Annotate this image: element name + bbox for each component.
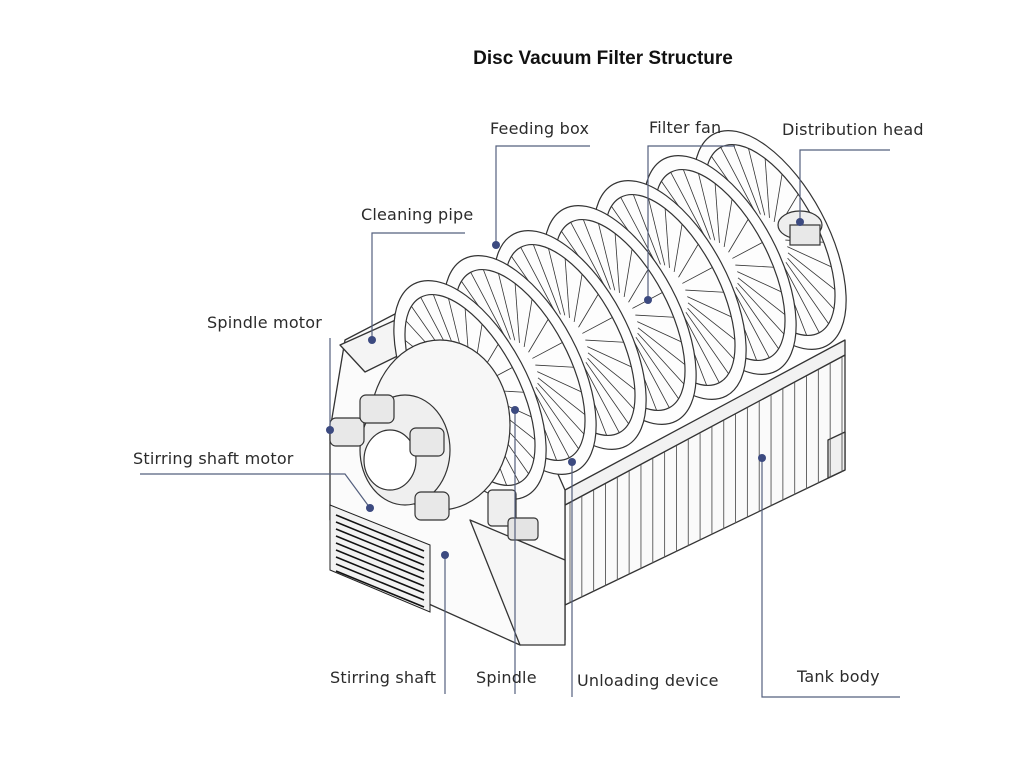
- radiator-fin: [335, 528, 425, 566]
- leader-feeding-box: [495, 145, 590, 245]
- radiator-fin: [335, 570, 425, 608]
- radiator-fin: [335, 563, 425, 601]
- leader-spindle-motor-dot: [326, 426, 334, 434]
- leader-distribution-head-dot: [796, 218, 804, 226]
- leader-tank-body-dot: [758, 454, 766, 462]
- label-unloading-device: Unloading device: [577, 671, 719, 690]
- leader-tank-body: [761, 458, 900, 698]
- label-spindle-motor: Spindle motor: [207, 313, 323, 332]
- radiator-fin: [335, 514, 425, 552]
- diagram-title: Disc Vacuum Filter Structure: [473, 48, 733, 69]
- label-filter-fan: Filter fan: [649, 118, 722, 137]
- label-tank-body: Tank body: [797, 667, 880, 686]
- leader-spindle-dot: [511, 406, 519, 414]
- leader-distribution-head: [799, 149, 890, 222]
- radiator-fin: [335, 535, 425, 573]
- label-cleaning-pipe: Cleaning pipe: [361, 205, 474, 224]
- label-spindle: Spindle: [476, 668, 537, 687]
- leader-filter-fan: [647, 145, 735, 300]
- radiator-fin: [335, 542, 425, 580]
- leader-cleaning-pipe: [371, 232, 465, 340]
- radiator-fin: [335, 549, 425, 587]
- leader-filter-fan-dot: [644, 296, 652, 304]
- radiator-fin: [335, 556, 425, 594]
- leader-cleaning-pipe-dot: [368, 336, 376, 344]
- leader-stirring-shaft-dot: [441, 551, 449, 559]
- label-stirring-shaft: Stirring shaft: [330, 668, 437, 687]
- label-distribution-head: Distribution head: [782, 120, 924, 139]
- leader-stirring-shaft-motor-dot: [366, 504, 374, 512]
- label-stirring-shaft-motor: Stirring shaft motor: [133, 449, 294, 468]
- leader-unloading-device-dot: [568, 458, 576, 466]
- label-feeding-box: Feeding box: [490, 119, 590, 138]
- radiator-fin: [335, 521, 425, 559]
- leader-feeding-box-dot: [492, 241, 500, 249]
- leader-stirring-shaft-motor: [140, 473, 371, 509]
